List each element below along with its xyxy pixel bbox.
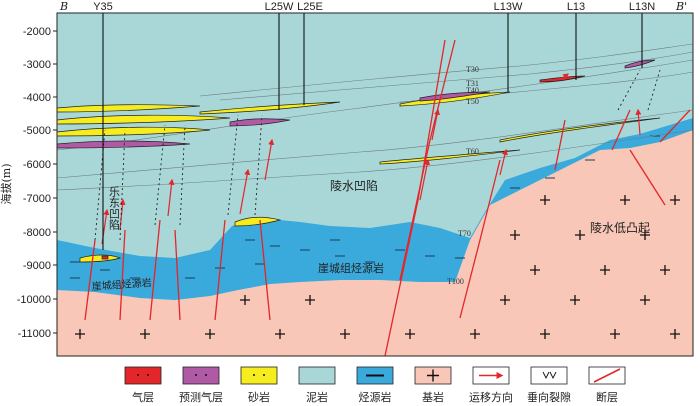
source-rock-layer <box>57 118 693 300</box>
legend-label: 运移方向 <box>469 390 513 404</box>
legend-item-fault: 断层 <box>588 366 626 404</box>
faults <box>84 39 691 357</box>
well-label-l13: L13 <box>567 1 585 13</box>
y-tick-label: -6000 <box>23 159 51 171</box>
cross-section-panel <box>56 12 694 357</box>
y-tick-label: -7000 <box>23 193 51 205</box>
legend-item-gas-layer: 气层 <box>124 366 162 404</box>
legend-label: 基岩 <box>422 390 444 404</box>
vertical-fractures <box>94 69 661 241</box>
source-rock-dashes <box>70 135 660 279</box>
well-label-l13w: L13W <box>494 1 523 13</box>
y-tick-label: -4000 <box>23 92 51 104</box>
y-tick-label: -8000 <box>23 227 51 239</box>
y-tick-label: -2000 <box>23 26 51 38</box>
legend-label: 断层 <box>596 390 618 404</box>
well-label-l25w: L25W <box>265 1 294 13</box>
horizon-label-t50: T50 <box>466 97 479 106</box>
horizon-label-t60: T60 <box>466 147 479 156</box>
lingshui-sag-label: 陵水凹陷 <box>330 178 378 193</box>
well-label-l13n: L13N <box>629 1 655 13</box>
yacheng-source-label-left: 崖城组烃源岩 <box>91 276 152 293</box>
legend-label: 砂岩 <box>248 390 270 404</box>
corner-label-left: B <box>59 0 68 13</box>
y-tick-label: -10000 <box>17 294 51 306</box>
legend-item-source-rock: 烃源岩 <box>356 366 394 404</box>
sand-lenses <box>56 59 661 263</box>
legend-item-sandstone: 砂岩 <box>240 366 278 404</box>
ledong-sag-label: 乐东凹陷 <box>108 186 121 230</box>
y-axis-title: 海拔(m) <box>0 163 13 204</box>
well-label-l25e: L25E <box>297 1 323 13</box>
horizon-label-t31: T31 <box>466 79 479 88</box>
y-tick-label: -9000 <box>23 260 51 272</box>
legend-label: 烃源岩 <box>359 390 392 404</box>
legend-item-migration-direction: 运移方向 <box>469 366 513 404</box>
y-tick-label: -3000 <box>23 59 51 71</box>
legend-item-vertical-fracture: 垂向裂隙 <box>527 366 571 404</box>
legend-item-predicted-gas: 预测气层 <box>179 366 223 404</box>
horizon-label-t40: T40 <box>466 86 479 95</box>
horizon-label-t70: T70 <box>458 229 471 238</box>
y-tick-label: -5000 <box>23 125 51 137</box>
y-tick-label: -11000 <box>18 328 51 340</box>
legend: 气层 预测气层 砂岩 泥岩 烃源岩 基岩 <box>124 366 626 404</box>
legend-label: 垂向裂隙 <box>527 390 571 404</box>
yacheng-source-label-right: 崖城组烃源岩 <box>318 261 384 275</box>
legend-item-mudstone: 泥岩 <box>298 366 336 404</box>
legend-label: 泥岩 <box>306 390 328 404</box>
y-axis: -2000 -3000 -4000 -5000 -6000 -7000 -800… <box>0 13 58 356</box>
legend-label: 预测气层 <box>179 390 223 404</box>
basement-plus-marks <box>75 195 680 339</box>
lingshui-low-uplift-label: 陵水低凸起 <box>590 221 650 235</box>
horizon-label-t30: T30 <box>466 65 479 74</box>
horizon-label-t100: T100 <box>447 277 464 286</box>
well-lines <box>102 13 643 250</box>
well-label-y35: Y35 <box>93 1 113 13</box>
y-tick-marks <box>53 30 57 334</box>
basement-fill <box>57 130 693 356</box>
legend-item-basement: 基岩 <box>414 366 452 404</box>
corner-label-right: B' <box>675 0 687 13</box>
legend-label: 气层 <box>132 390 154 404</box>
